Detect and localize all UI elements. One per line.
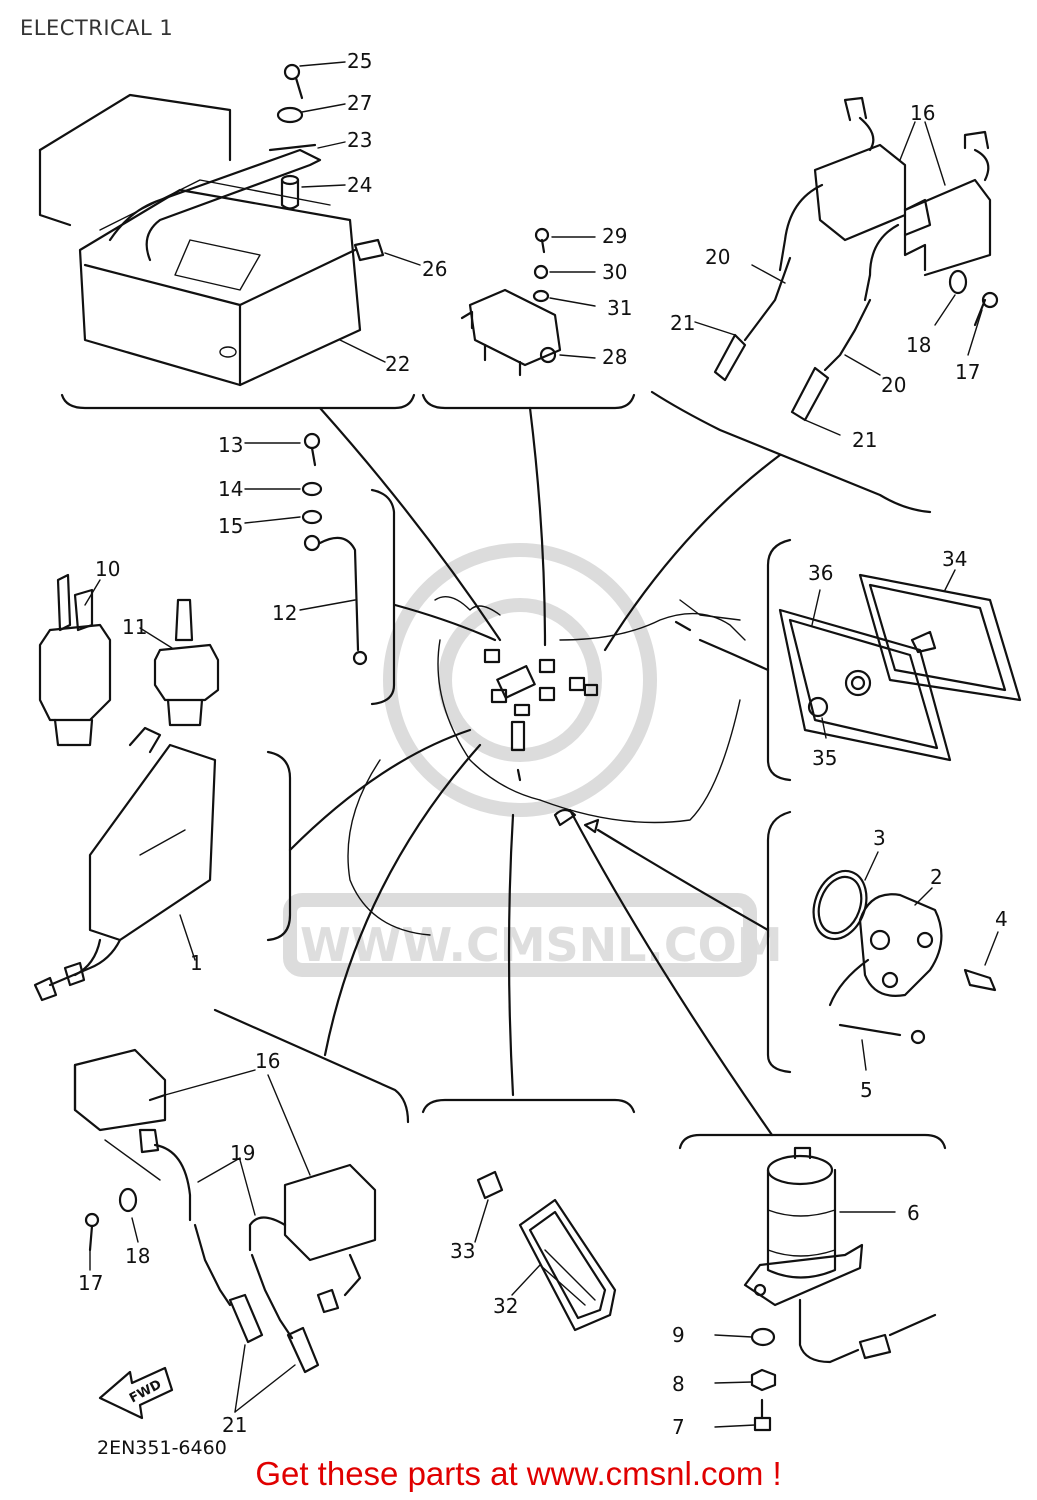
part-igniter-unit <box>33 726 217 1002</box>
leader-lines <box>288 406 782 1137</box>
part-label: 26 <box>422 257 447 281</box>
part-earth-lead <box>244 432 368 666</box>
part-label: 24 <box>347 173 372 197</box>
part-label: 21 <box>852 428 877 452</box>
part-label: 30 <box>602 260 627 284</box>
part-label: 7 <box>672 1415 685 1439</box>
part-label: 29 <box>602 224 627 248</box>
part-label: 35 <box>812 746 837 770</box>
part-label: 6 <box>907 1201 920 1225</box>
part-label: 17 <box>78 1271 103 1295</box>
part-label: 23 <box>347 128 372 152</box>
part-label: 15 <box>218 514 243 538</box>
part-label: 14 <box>218 477 243 501</box>
part-label: 5 <box>860 1078 873 1102</box>
part-labels: 25 27 23 24 26 22 29 30 31 28 16 20 21 1… <box>78 49 1008 1439</box>
promo-link[interactable]: Get these parts at www.cmsnl.com ! <box>255 1455 782 1492</box>
part-label: 13 <box>218 433 243 457</box>
part-label: 22 <box>385 352 410 376</box>
part-label: 36 <box>808 561 833 585</box>
part-label: 3 <box>873 826 886 850</box>
part-relay-assembly <box>460 227 596 377</box>
part-label: 21 <box>222 1413 247 1437</box>
part-label: 25 <box>347 49 372 73</box>
part-plate-assembly <box>778 569 1022 762</box>
part-label: 19 <box>230 1141 255 1165</box>
part-label: 8 <box>672 1372 685 1396</box>
part-ecu-assembly <box>38 61 421 387</box>
part-label: 12 <box>272 601 297 625</box>
part-label: 31 <box>607 296 632 320</box>
part-label: 16 <box>910 101 935 125</box>
watermark-logo <box>283 543 757 977</box>
part-label: 4 <box>995 907 1008 931</box>
part-label: 33 <box>450 1239 475 1263</box>
part-sensor-assembly <box>812 851 999 1071</box>
part-ignition-coils-upper <box>694 96 999 436</box>
part-label: 20 <box>881 373 906 397</box>
part-solenoid-assembly <box>714 1146 937 1432</box>
part-label: 27 <box>347 91 372 115</box>
part-label: 16 <box>255 1049 280 1073</box>
part-label: 9 <box>672 1323 685 1347</box>
center-harness <box>347 596 746 936</box>
part-label: 20 <box>705 245 730 269</box>
part-label: 28 <box>602 345 627 369</box>
page-title: ELECTRICAL 1 <box>20 16 174 40</box>
part-lamp-assembly <box>474 1170 617 1332</box>
part-label: 10 <box>95 557 120 581</box>
group-brackets <box>60 390 947 1150</box>
fwd-arrow-icon: FWD <box>98 1366 174 1420</box>
part-ignition-coils-lower <box>73 1048 377 1413</box>
part-label: 32 <box>493 1294 518 1318</box>
part-label: 34 <box>942 547 967 571</box>
drawing-code: 2EN351-6460 <box>97 1437 227 1459</box>
part-switches <box>38 573 220 747</box>
part-label: 11 <box>122 615 147 639</box>
part-label: 18 <box>906 333 931 357</box>
part-label: 21 <box>670 311 695 335</box>
part-label: 18 <box>125 1244 150 1268</box>
part-label: 2 <box>930 865 943 889</box>
part-label: 17 <box>955 360 980 384</box>
part-label: 1 <box>190 951 203 975</box>
